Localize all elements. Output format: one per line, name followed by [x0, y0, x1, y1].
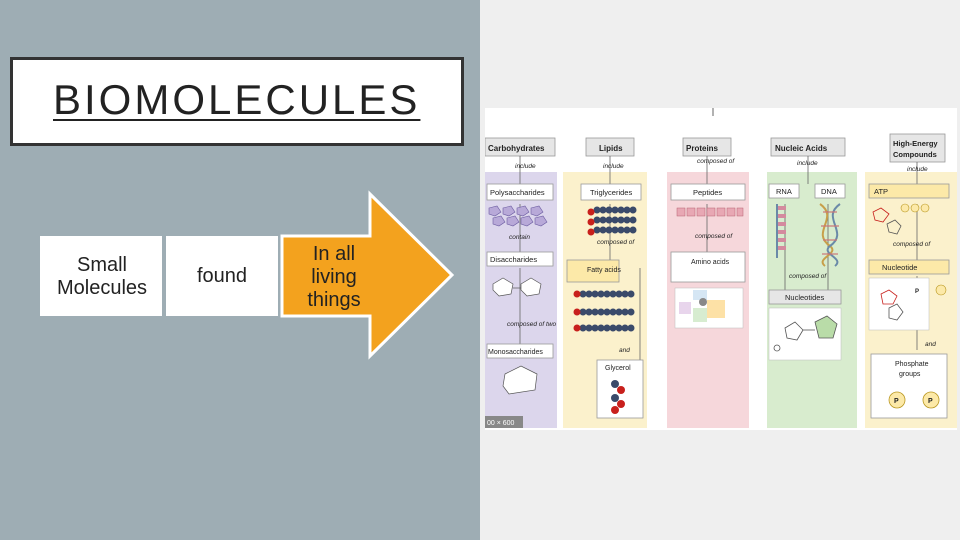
triglyceride-model-icon [587, 206, 637, 236]
label-high-composed: composed of [893, 241, 931, 248]
flow-line: found [196, 265, 248, 287]
slide-title: BIOMOLECULES [53, 76, 421, 123]
polysaccharide-chain-icon [488, 205, 548, 227]
label-proteins-composed-2: composed of [695, 233, 733, 240]
flow-box-found [166, 236, 278, 316]
nucleotide-small-icon [868, 277, 947, 331]
flow-text-found: found [170, 265, 274, 288]
box-monosaccharides [486, 343, 554, 359]
label-carb-contain: contain [509, 234, 530, 241]
label-peptides: Peptides [693, 188, 722, 197]
flow-line: things [307, 289, 361, 311]
header-lipids-label: Lipids [599, 144, 623, 153]
phosphate-circle-2 [922, 391, 940, 409]
flow-box-small-molecules [40, 236, 162, 316]
size-badge-text: 00 × 600 [487, 420, 515, 427]
box-fatty-acids [566, 259, 620, 283]
label-carb-include: include [515, 163, 536, 170]
box-glycerol [596, 359, 644, 419]
label-lipids-and: and [619, 347, 630, 354]
label-nucleic-include: include [797, 160, 818, 167]
flow-text-living-things: In all living things [290, 243, 378, 312]
label-lipids-include: include [603, 163, 624, 170]
header-high-energy: High-Energy Compounds [889, 133, 946, 163]
header-proteins-label: Proteins [686, 144, 719, 153]
label-nucleotides: Nucleotides [785, 293, 824, 302]
header-nucleic-acids: Nucleic Acids [770, 137, 846, 157]
box-polysaccharides [486, 183, 554, 201]
box-nucleotides [768, 289, 842, 305]
left-panel: BIOMOLECULES Small Molecules found In al… [0, 0, 480, 540]
flow-line: Small [76, 254, 127, 276]
box-triglycerides [580, 183, 642, 201]
flow-line: living [311, 266, 357, 288]
flow-line: In all [312, 243, 356, 265]
disaccharide-icon [492, 277, 542, 297]
flow-arrow-living-things [280, 190, 455, 360]
label-phosphate-line-1: Phosphate [895, 361, 929, 368]
label-polysaccharides: Polysaccharides [490, 188, 545, 197]
dna-helix-icon [819, 203, 841, 267]
header-proteins: Proteins [682, 137, 732, 157]
label-triglycerides: Triglycerides [590, 188, 632, 197]
flow-text-small-molecules: Small Molecules [44, 254, 160, 300]
box-disaccharides [486, 251, 554, 267]
fatty-acid-chains-icon [573, 290, 635, 332]
header-carbohydrates: Carbohydrates [485, 137, 556, 157]
flow-line: Molecules [56, 277, 148, 299]
label-lipids-composed: composed of [597, 239, 635, 246]
flow-arrow-graphic [40, 190, 455, 360]
header-lipids: Lipids [585, 137, 635, 157]
label-high-and: and [925, 341, 936, 348]
label-phosphate-line-2: groups [899, 371, 921, 378]
label-rna: RNA [776, 187, 792, 196]
label-fatty-acids: Fatty acids [587, 267, 621, 274]
box-peptides [670, 183, 746, 201]
label-proteins-composed-1: composed of [697, 158, 735, 165]
atp-structure-icon [872, 203, 930, 235]
header-high-energy-line-1: High-Energy [893, 139, 938, 148]
label-amino-acids: Amino acids [691, 259, 730, 266]
title-box: BIOMOLECULES [10, 57, 464, 146]
box-dna [814, 183, 846, 199]
label-high-include: include [907, 166, 928, 173]
label-atp: ATP [874, 187, 888, 196]
phosphate-circle-1 [888, 391, 906, 409]
box-amino-acids [670, 251, 746, 283]
label-nucleotide: Nucleotide [882, 263, 917, 272]
label-glycerol: Glycerol [605, 365, 631, 372]
box-atp [868, 183, 950, 199]
header-carbohydrates-label: Carbohydrates [488, 144, 545, 153]
phosphate-symbol-1: P [894, 398, 899, 405]
header-nucleic-acids-label: Nucleic Acids [775, 144, 828, 153]
box-nucleotide [868, 259, 950, 275]
label-carb-composed: composed of two [507, 321, 557, 328]
glycerol-model-icon [611, 380, 625, 414]
nucleotide-structure-icon [768, 307, 842, 361]
phosphate-symbol-small: P [915, 289, 919, 295]
label-dna: DNA [821, 187, 837, 196]
amino-acid-structure-icon [674, 287, 744, 329]
phosphate-symbol-2: P [928, 398, 933, 405]
rna-strand-icon [776, 204, 786, 258]
label-monosaccharides: Monosaccharides [488, 349, 543, 356]
label-disaccharides: Disaccharides [490, 255, 537, 264]
box-rna [768, 183, 800, 199]
label-nucleic-composed: composed of [789, 273, 827, 280]
biomolecule-concept-map: Carbohydrates Lipids Proteins Nucleic Ac… [485, 108, 957, 430]
monosaccharide-icon [502, 365, 538, 395]
header-high-energy-line-2: Compounds [893, 150, 937, 159]
peptide-chain-icon [676, 207, 744, 217]
size-badge [485, 416, 523, 428]
